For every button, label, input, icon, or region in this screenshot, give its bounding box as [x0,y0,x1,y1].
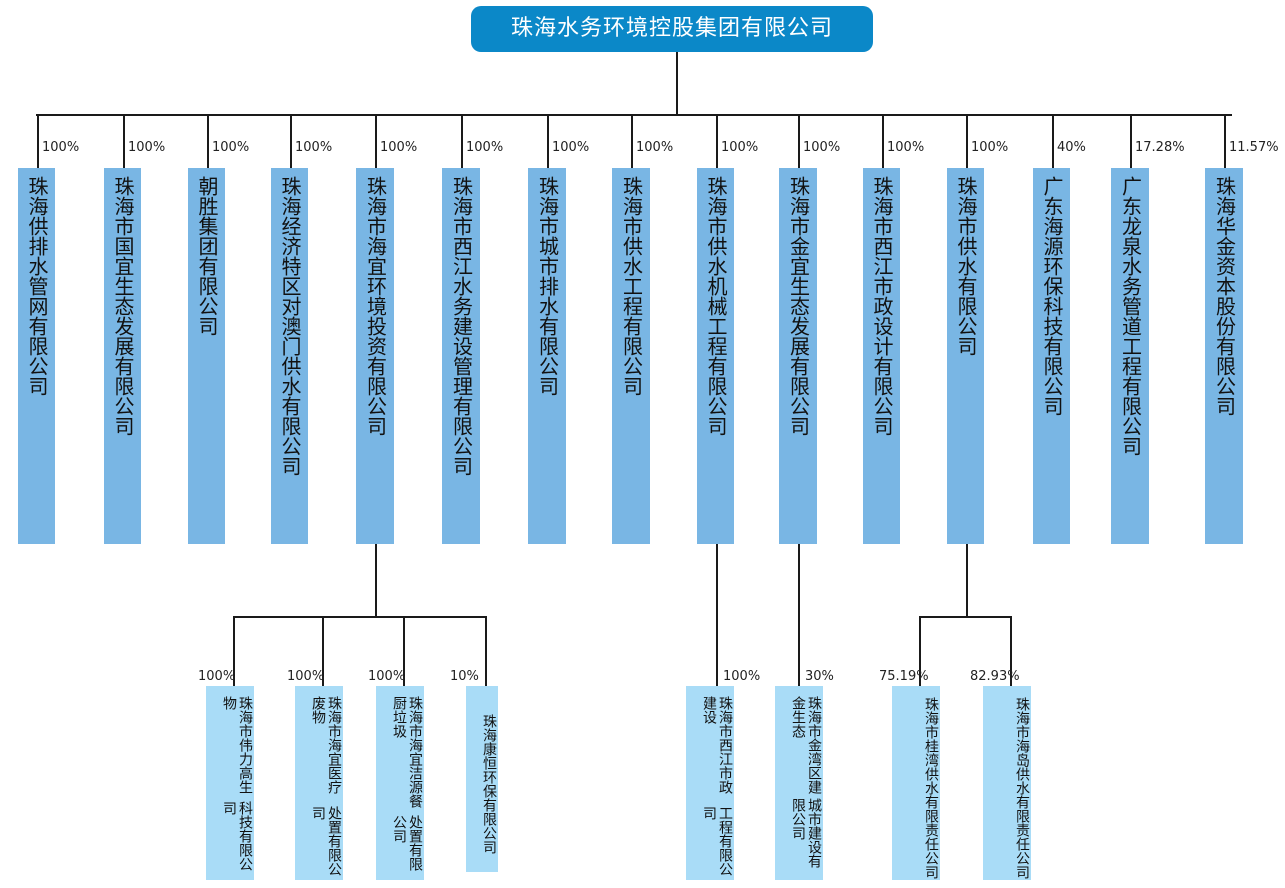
sub-subsidiary-name-line: 有限责任公司 [1014,795,1030,879]
subsidiary-box: 珠海市国宜生态发展有限公司 [104,168,141,544]
level2-drop-line [403,616,405,686]
level1-percentage-label: 11.57% [1229,140,1279,155]
level1-drop-line [1130,114,1132,168]
level1-drop-line [1052,114,1054,168]
level1-drop-line [966,114,968,168]
sub-subsidiary-name-line: 处置有限公司 [310,806,342,877]
level2-drop-line [1010,616,1012,686]
sub-subsidiary-name-line: 珠海康恒环保有限公司 [481,714,497,854]
level2-drop-line [485,616,487,686]
subsidiary-box: 珠海市海宜环境投资有限公司 [356,168,394,544]
sub-subsidiary-box: 珠海康恒环保有限公司 [466,686,498,872]
sub-subsidiary-name-line: 处置有限公司 [391,815,423,872]
sub-subsidiary-name-line: 科技有限公司 [221,801,253,872]
level2-parent-drop-line [375,544,377,616]
level2-horizontal-bar [919,616,1012,618]
level2-percentage-label: 100% [198,669,236,684]
sub-subsidiary-box: 珠海市伟力高生物科技有限公司 [206,686,254,880]
sub-subsidiary-name-line: 珠海市金湾区建金生态 [790,696,822,794]
subsidiary-box: 珠海华金资本股份有限公司 [1205,168,1243,544]
level1-drop-line [290,114,292,168]
sub-subsidiary-name-line: 珠海市海宜洁源餐厨垃圾 [391,696,423,808]
sub-subsidiary-name-line: 珠海市西江市政建设 [701,696,733,794]
subsidiary-box: 朝胜集团有限公司 [188,168,225,544]
subsidiary-box: 珠海经济特区对澳门供水有限公司 [271,168,308,544]
level1-percentage-label: 100% [636,140,674,155]
level1-percentage-label: 100% [971,140,1009,155]
sub-subsidiary-box: 珠海市西江市政建设工程有限公司 [686,686,734,880]
level1-percentage-label: 100% [42,140,80,155]
level2-drop-line [322,616,324,686]
level1-drop-line [798,114,800,168]
sub-subsidiary-box: 珠海市海宜洁源餐厨垃圾处置有限公司 [376,686,424,880]
root-company-box: 珠海水务环境控股集团有限公司 [471,6,873,52]
level2-parent-drop-line [966,544,968,616]
level2-horizontal-bar [233,616,487,618]
subsidiary-box: 珠海市供水工程有限公司 [612,168,650,544]
level1-drop-line [631,114,633,168]
level2-percentage-label: 100% [368,669,406,684]
level1-drop-line [882,114,884,168]
subsidiary-box: 珠海市西江市政设计有限公司 [863,168,900,544]
sub-subsidiary-name-line: 有限责任公司 [923,795,939,879]
subsidiary-box: 珠海供排水管网有限公司 [18,168,55,544]
sub-subsidiary-name-line: 珠海市伟力高生物 [221,696,253,794]
level1-percentage-label: 100% [721,140,759,155]
subsidiary-box: 珠海市供水有限公司 [947,168,984,544]
subsidiary-box: 珠海市供水机械工程有限公司 [697,168,734,544]
level1-percentage-label: 40% [1057,140,1086,155]
level1-drop-line [207,114,209,168]
sub-subsidiary-box: 珠海市金湾区建金生态城市建设有限公司 [775,686,823,880]
level1-percentage-label: 100% [466,140,504,155]
level2-drop-line [233,616,235,686]
level2-percentage-label: 30% [805,669,834,684]
level2-percentage-label: 10% [450,669,479,684]
sub-subsidiary-name-line: 珠海市海岛供水 [1014,697,1030,795]
level2-percentage-label: 75.19% [879,669,929,684]
root-connector-line [676,52,678,114]
subsidiary-box: 广东海源环保科技有限公司 [1033,168,1070,544]
level2-connector-line [798,544,800,686]
sub-subsidiary-box: 珠海市桂湾供水有限责任公司 [892,686,940,880]
sub-subsidiary-name-line: 城市建设有限公司 [790,798,822,869]
level1-drop-line [716,114,718,168]
level2-percentage-label: 100% [287,669,325,684]
level1-percentage-label: 100% [887,140,925,155]
level2-percentage-label: 82.93% [970,669,1020,684]
level1-percentage-label: 17.28% [1135,140,1185,155]
level1-percentage-label: 100% [212,140,250,155]
level2-drop-line [919,616,921,686]
sub-subsidiary-name-line: 工程有限公司 [701,806,733,877]
level1-percentage-label: 100% [552,140,590,155]
subsidiary-box: 珠海市金宜生态发展有限公司 [779,168,817,544]
sub-subsidiary-name-line: 珠海市桂湾供水 [923,697,939,795]
level1-drop-line [547,114,549,168]
subsidiary-box: 珠海市西江水务建设管理有限公司 [442,168,480,544]
level1-percentage-label: 100% [380,140,418,155]
sub-subsidiary-name-line: 珠海市海宜医疗废物 [310,696,342,794]
subsidiary-box: 广东龙泉水务管道工程有限公司 [1111,168,1149,544]
level1-drop-line [1224,114,1226,168]
level2-percentage-label: 100% [723,669,761,684]
subsidiary-box: 珠海市城市排水有限公司 [528,168,566,544]
level1-percentage-label: 100% [128,140,166,155]
level1-percentage-label: 100% [295,140,333,155]
level1-drop-line [123,114,125,168]
level2-connector-line [716,544,718,686]
sub-subsidiary-box: 珠海市海岛供水有限责任公司 [983,686,1031,880]
sub-subsidiary-box: 珠海市海宜医疗废物处置有限公司 [295,686,343,880]
level1-drop-line [37,114,39,168]
level1-percentage-label: 100% [803,140,841,155]
level1-horizontal-bar [36,114,1232,116]
level1-drop-line [375,114,377,168]
level1-drop-line [461,114,463,168]
